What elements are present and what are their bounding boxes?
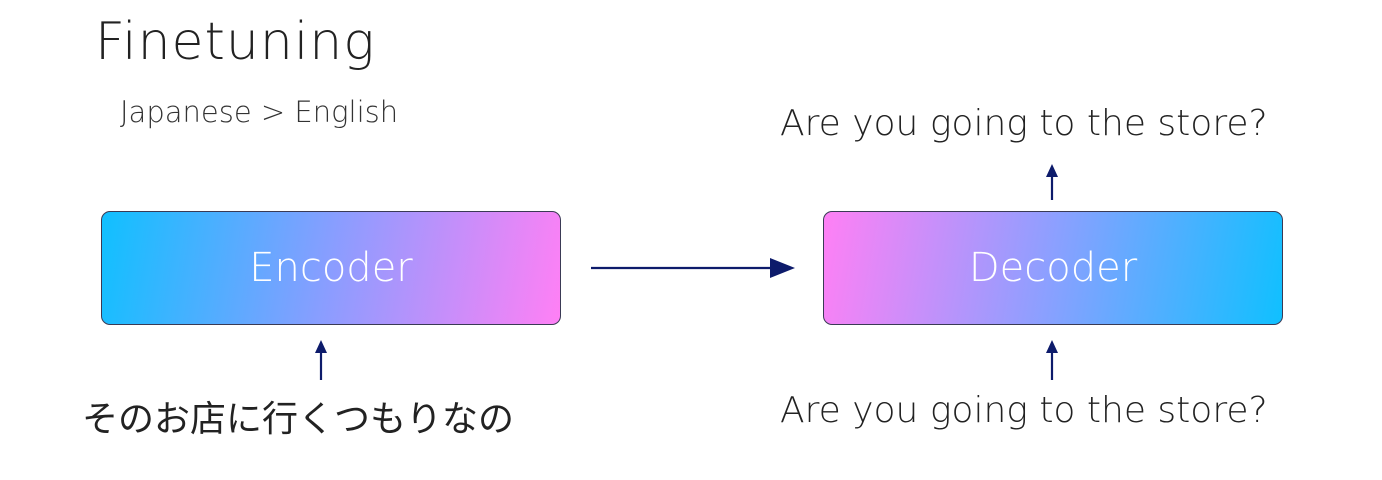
encoder-block: Encoder — [101, 211, 561, 325]
encoder-label: Encoder — [249, 245, 413, 291]
encoder-input-arrow — [315, 340, 327, 380]
decoder-label: Decoder — [968, 245, 1138, 291]
encoder-input-text: そのお店に行くつもりなの — [82, 399, 515, 440]
decoder-input-arrow — [1046, 340, 1058, 380]
decoder-block: Decoder — [823, 211, 1283, 325]
diagram-title: Finetuning — [95, 12, 376, 72]
decoder-input-text: Are you going to the store? — [780, 390, 1268, 431]
encoder-to-decoder-arrow — [591, 258, 795, 278]
decoder-output-arrow — [1046, 164, 1058, 200]
diagram-subtitle: Japanese > English — [120, 95, 399, 129]
decoder-output-text: Are you going to the store? — [780, 103, 1268, 144]
